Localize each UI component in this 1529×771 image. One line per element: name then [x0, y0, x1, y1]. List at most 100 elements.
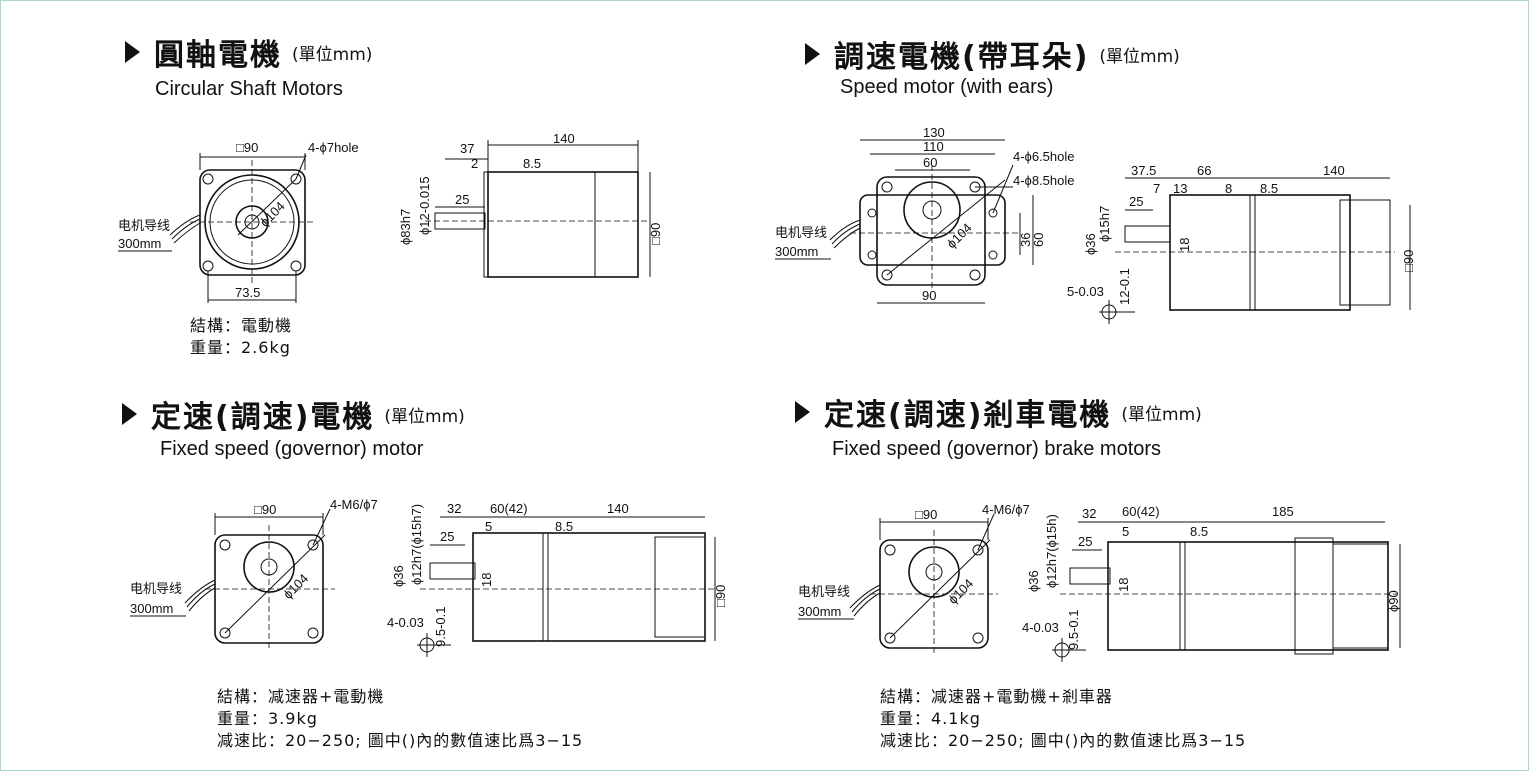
lead-len-label: 300mm [130, 601, 173, 616]
section-2-side-view: 37.5 66 140 7 13 8 8.5 25 □90 ϕ36 ϕ15h7 … [1067, 163, 1416, 324]
front-holes2-label: 4-ϕ8.5hole [1013, 173, 1075, 188]
side-d1-label: 32 [1082, 506, 1096, 521]
front-holes-label: 4-M6/ϕ7 [330, 497, 378, 512]
lead-label: 电机导线 [775, 225, 827, 240]
section-3-title: 定速(調速)電機 [151, 400, 375, 435]
note-line: 减速比：20−250; 圖中()內的數值速比爲3−15 [880, 731, 1247, 750]
section-2-unit: (單位mm) [1099, 46, 1180, 67]
section-1-title: 圓軸電機 [154, 38, 282, 73]
side-shaft-label: ϕ12h7(ϕ15h7) [409, 504, 424, 585]
front-w3-label: 60 [923, 155, 937, 170]
front-holes-label: 4-ϕ7hole [308, 140, 359, 155]
front-size-label: □90 [236, 140, 258, 155]
side-d5-label: 13 [1173, 181, 1187, 196]
note-line: 結構：减速器+電動機 [217, 687, 385, 706]
side-d1-label: 37.5 [1131, 163, 1156, 178]
side-d4-label: 5 [485, 519, 492, 534]
side-d2-label: 60(42) [490, 501, 528, 516]
front-diag-label: ϕ104 [945, 576, 976, 607]
section-3-front-view: ϕ104 □90 4-M6/ϕ7 电机导线 300mm [130, 497, 378, 650]
front-diag-label: ϕ104 [280, 571, 311, 602]
side-d4-label: 5 [1122, 524, 1129, 539]
note-line: 重量：3.9kg [217, 709, 318, 728]
side-d7-label: 8.5 [1260, 181, 1278, 196]
section-2-header: 調速電機(帶耳朵) (單位mm) [805, 32, 1180, 76]
side-d2-label: 66 [1197, 163, 1211, 178]
section-2-front-view: ϕ104 130 110 60 4-ϕ6.5hole 4-ϕ8.5hole 36… [775, 125, 1075, 304]
section-1-subtitle: Circular Shaft Motors [155, 78, 343, 100]
side-d8-label: 25 [1129, 194, 1143, 209]
lead-label: 电机导线 [130, 581, 182, 596]
lead-label: 电机导线 [798, 584, 850, 599]
section-4-subtitle: Fixed speed (governor) brake motors [832, 438, 1162, 460]
side-shaft-label: ϕ12-0.015 [417, 176, 432, 235]
section-4-header: 定速(調速)剎車電機(單位mm) [795, 390, 1202, 434]
section-1-header: 圓軸電機 (單位mm) [125, 30, 372, 74]
side-height-label: □90 [648, 223, 663, 245]
side-keyh-label: 9.5-0.1 [1066, 610, 1081, 650]
front-w1-label: 130 [923, 125, 945, 140]
front-holes-label: 4-M6/ϕ7 [982, 502, 1030, 517]
side-d5-label: 25 [455, 192, 469, 207]
side-d6-label: 25 [1078, 534, 1092, 549]
front-holes1-label: 4-ϕ6.5hole [1013, 149, 1075, 164]
side-flange-label: ϕ36 [1083, 233, 1098, 255]
section-2-subtitle: Speed motor (with ears) [840, 76, 1054, 98]
section-1-unit: (單位mm) [292, 44, 373, 65]
note-line: 結構：電動機 [190, 316, 293, 335]
note-line: 重量：2.6kg [190, 338, 291, 357]
section-4-notes: 結構：减速器+電動機+剎車器 重量：4.1kg 减速比：20−250; 圖中()… [880, 686, 1246, 752]
bullet-triangle-icon [795, 401, 810, 423]
front-diag-label: ϕ104 [944, 220, 975, 251]
side-key-label: 18 [1116, 578, 1131, 592]
front-h2-label: 60 [1031, 233, 1046, 247]
front-h1-label: 36 [1018, 233, 1033, 247]
section-3-header: 定速(調速)電機 (單位mm) [122, 392, 465, 436]
side-shaft-label: ϕ12h7(ϕ15h) [1044, 514, 1059, 588]
side-keyh-label: 9.5-0.1 [433, 607, 448, 647]
side-d6-label: 8 [1225, 181, 1232, 196]
section-4-front-view: ϕ104 □90 4-M6/ϕ7 电机导线 300mm [798, 502, 1030, 655]
side-d2-label: 140 [553, 131, 575, 146]
lead-len-label: 300mm [775, 244, 818, 259]
side-d1-label: 37 [460, 141, 474, 156]
front-size-label: □90 [254, 502, 276, 517]
section-2-title: 調速電機(帶耳朵) [834, 40, 1090, 75]
front-diag-label: ϕ104 [257, 199, 288, 230]
lead-len-label: 300mm [798, 604, 841, 619]
side-shaft-label: ϕ15h7 [1097, 206, 1112, 242]
bullet-triangle-icon [125, 41, 140, 63]
side-keyw-label: 4-0.03 [387, 615, 424, 630]
section-4-title: 定速(調速)剎車電機 [824, 398, 1112, 433]
section-1-notes: 結構：電動機 重量：2.6kg [190, 315, 292, 359]
front-bottom-label: 73.5 [235, 285, 260, 300]
side-key-label: 18 [1177, 238, 1192, 252]
note-line: 重量：4.1kg [880, 709, 981, 728]
side-height-label: ϕ90 [1386, 590, 1401, 612]
side-height-label: □90 [1401, 250, 1416, 272]
section-3-subtitle: Fixed speed (governor) motor [160, 438, 424, 460]
side-d4-label: 7 [1153, 181, 1160, 196]
front-bottom-label: 90 [922, 288, 936, 303]
side-d1-label: 32 [447, 501, 461, 516]
side-d5-label: 8.5 [1190, 524, 1208, 539]
bullet-triangle-icon [122, 403, 137, 425]
lead-label: 电机导线 [118, 218, 170, 233]
side-keyw-label: 4-0.03 [1022, 620, 1059, 635]
side-flange-label: ϕ36 [1026, 570, 1041, 592]
section-4-side-view: 32 60(42) 185 5 8.5 25 ϕ90 ϕ36 ϕ12h7(ϕ15… [1022, 504, 1401, 662]
bullet-triangle-icon [805, 43, 820, 65]
lead-len-label: 300mm [118, 236, 161, 251]
side-flange-label: ϕ36 [391, 565, 406, 587]
side-flange-label: ϕ83h7 [398, 209, 413, 245]
section-3-side-view: 32 60(42) 140 5 8.5 25 □90 ϕ36 ϕ12h7(ϕ15… [387, 501, 728, 657]
side-keyw-label: 5-0.03 [1067, 284, 1104, 299]
section-3-unit: (單位mm) [384, 406, 465, 427]
note-line: 結構：减速器+電動機+剎車器 [880, 687, 1113, 706]
section-1-side-view: 37 140 2 8.5 25 □90 ϕ83h7 ϕ12-0.015 [398, 131, 663, 278]
section-1-front-view: □90 4-ϕ7hole ϕ104 73.5 电机导线 300mm [118, 140, 359, 303]
side-keyh-label: 12-0.1 [1117, 268, 1132, 305]
side-d3-label: 185 [1272, 504, 1294, 519]
side-height-label: □90 [713, 585, 728, 607]
side-d3-label: 140 [1323, 163, 1345, 178]
